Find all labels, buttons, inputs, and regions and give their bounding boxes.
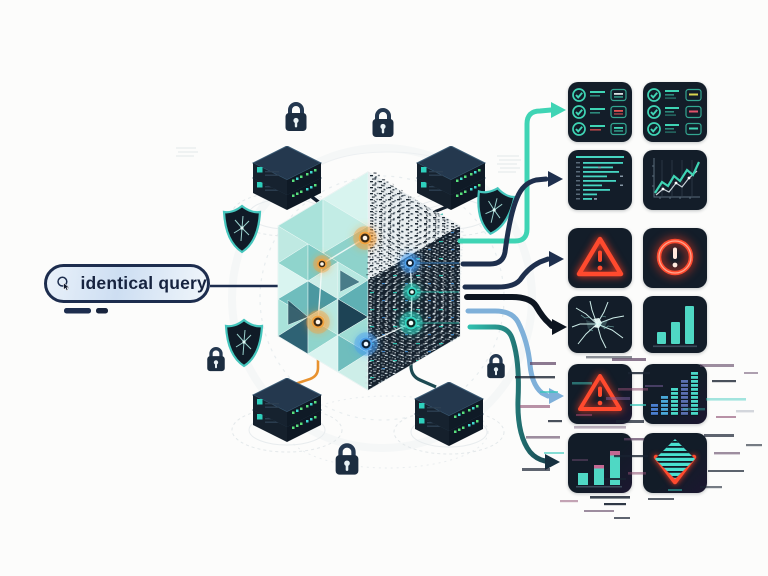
server-bl-link [294,322,320,386]
search-icon [57,276,70,291]
lock-right-mid-icon [486,353,506,380]
cube-node-left-lower [306,310,330,334]
data-cube [277,169,465,391]
panel-cracked-glass [568,296,632,353]
cube-top-right-face [364,169,460,280]
shield-left-upper-icon [222,204,262,254]
arrow-to-failures [464,294,555,329]
lock-top-mid-icon [371,108,395,139]
equalizer-bars-icon [645,372,705,416]
arrow-to-metrics [460,176,549,267]
warning-triangle-icon [572,374,630,416]
cursor-icon [63,281,70,291]
cube-node-right-lower [399,311,423,335]
arrow-to-degraded [465,308,551,399]
alert-circle-icon [656,238,694,276]
cube-left-face [277,225,369,391]
checklist-icon [647,88,702,136]
line-chart-icon [652,158,700,199]
panel-alert-circle [643,228,707,288]
cube-node-top [353,226,377,250]
output-arrows [457,102,567,470]
checklist-icon [572,88,627,136]
panel-warning-triangle-glitched [568,364,632,424]
panel-warning-triangle [568,228,632,288]
cube-node-right-upper [400,253,420,273]
cracked-glass-icon [571,300,625,349]
cube-right-face [363,226,465,390]
lock-bottom-icon [336,445,359,474]
panel-bar-chart-glitched [568,433,632,493]
arrow-to-warnings [462,256,551,290]
arrow-to-checklists [457,107,554,244]
panel-checklist-a [568,82,632,142]
query-label: identical query [80,273,207,293]
arrow-to-corrupted [467,324,548,464]
log-list-icon [576,156,624,200]
panel-log-list [568,150,632,210]
query-pill[interactable]: identical query [44,264,210,303]
panel-line-chart [643,150,707,210]
cube-node-right-mid [403,283,421,301]
panel-shield-check-glitched [643,433,707,493]
warning-triangle-icon [576,236,624,277]
shield-left-lower-icon [224,318,264,368]
panel-equalizer-bars-glitched [643,364,707,424]
shield-check-icon [653,439,697,485]
cube-node-bottom [354,332,378,356]
underline-dashes [64,308,108,314]
bar-chart-icon [572,451,626,488]
lock-left-lower-icon [206,346,226,373]
server-bottom-right [414,382,484,447]
panel-checklist-b [643,82,707,142]
cube-node-left-upper [313,255,331,273]
lock-top-left-icon [284,102,308,133]
bar-chart-icon [653,306,697,348]
panel-bar-chart [643,296,707,353]
server-br-link [409,323,437,389]
